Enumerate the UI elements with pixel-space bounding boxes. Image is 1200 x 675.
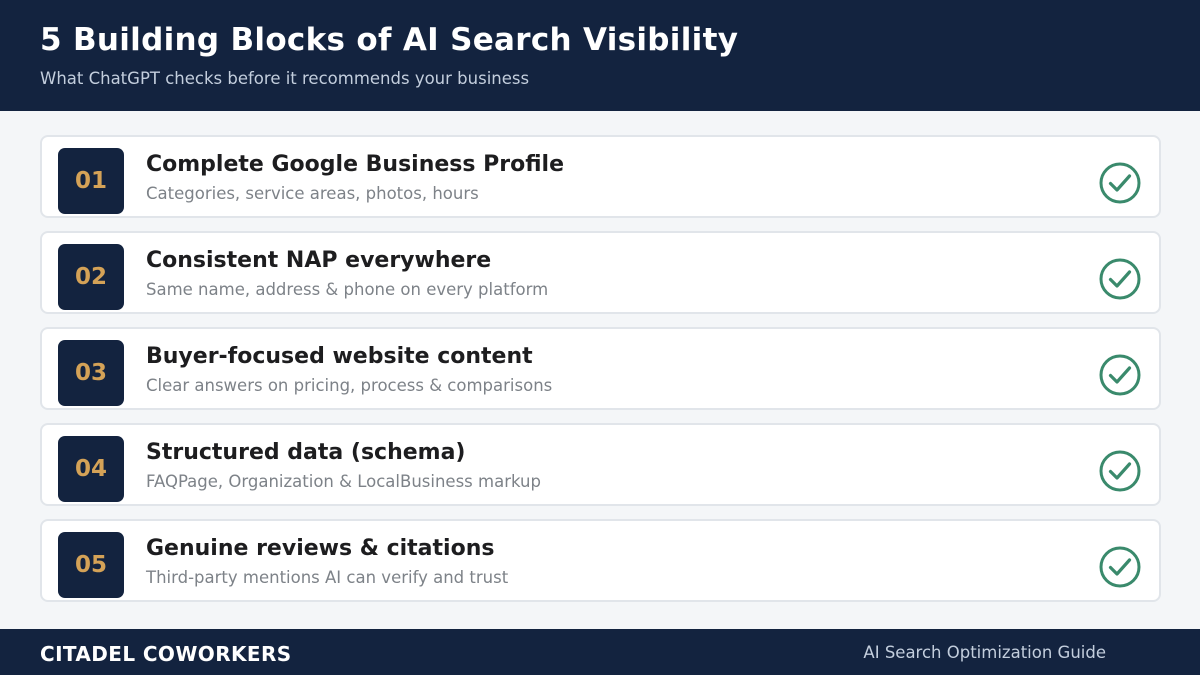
list-item: 01 Complete Google Business Profile Cate… bbox=[40, 135, 1161, 218]
list-item: 03 Buyer-focused website content Clear a… bbox=[40, 327, 1161, 410]
item-number: 05 bbox=[58, 532, 124, 598]
item-number: 03 bbox=[58, 340, 124, 406]
building-blocks-list: 01 Complete Google Business Profile Cate… bbox=[40, 135, 1161, 615]
header: 5 Building Blocks of AI Search Visibilit… bbox=[0, 0, 1200, 111]
item-number: 02 bbox=[58, 244, 124, 310]
check-circle-icon bbox=[1099, 450, 1141, 492]
check-circle-icon bbox=[1099, 546, 1141, 588]
item-title: Structured data (schema) bbox=[146, 440, 466, 465]
item-number: 04 bbox=[58, 436, 124, 502]
item-description: Clear answers on pricing, process & comp… bbox=[146, 376, 553, 395]
item-description: Categories, service areas, photos, hours bbox=[146, 184, 479, 203]
item-number: 01 bbox=[58, 148, 124, 214]
item-description: Same name, address & phone on every plat… bbox=[146, 280, 549, 299]
list-item: 02 Consistent NAP everywhere Same name, … bbox=[40, 231, 1161, 314]
brand-name: CITADEL COWORKERS bbox=[40, 642, 292, 666]
page-title: 5 Building Blocks of AI Search Visibilit… bbox=[40, 22, 739, 58]
item-description: Third-party mentions AI can verify and t… bbox=[146, 568, 509, 587]
check-circle-icon bbox=[1099, 162, 1141, 204]
check-circle-icon bbox=[1099, 258, 1141, 300]
item-title: Buyer-focused website content bbox=[146, 344, 533, 369]
page-subtitle: What ChatGPT checks before it recommends… bbox=[40, 69, 530, 88]
check-circle-icon bbox=[1099, 354, 1141, 396]
item-title: Consistent NAP everywhere bbox=[146, 248, 492, 273]
item-title: Complete Google Business Profile bbox=[146, 152, 564, 177]
footer: CITADEL COWORKERS AI Search Optimization… bbox=[0, 629, 1200, 675]
guide-label: AI Search Optimization Guide bbox=[863, 643, 1106, 662]
list-item: 04 Structured data (schema) FAQPage, Org… bbox=[40, 423, 1161, 506]
item-description: FAQPage, Organization & LocalBusiness ma… bbox=[146, 472, 541, 491]
item-title: Genuine reviews & citations bbox=[146, 536, 495, 561]
list-item: 05 Genuine reviews & citations Third-par… bbox=[40, 519, 1161, 602]
